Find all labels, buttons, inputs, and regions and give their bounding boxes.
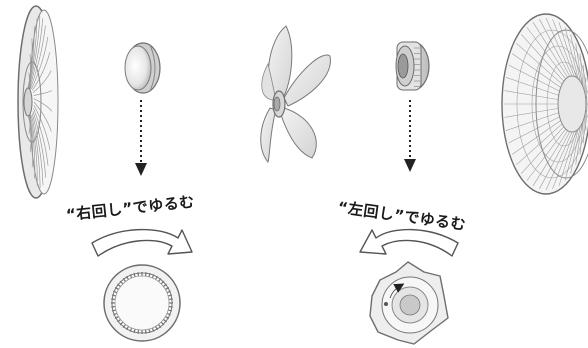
clockwise-arrow-icon <box>92 230 192 256</box>
rear-guard-icon <box>502 14 588 194</box>
counterclockwise-arrow-icon <box>360 230 458 256</box>
spinner-cap-icon <box>125 43 160 93</box>
fan-blade-icon <box>261 26 331 162</box>
spinner-cap-front-icon <box>104 265 180 341</box>
guard-nut-icon <box>396 42 429 90</box>
dotted-down-arrow-right <box>404 100 416 172</box>
dotted-down-arrow-left <box>135 100 147 176</box>
guard-nut-front-icon <box>370 262 448 344</box>
front-guard-icon <box>18 6 58 198</box>
